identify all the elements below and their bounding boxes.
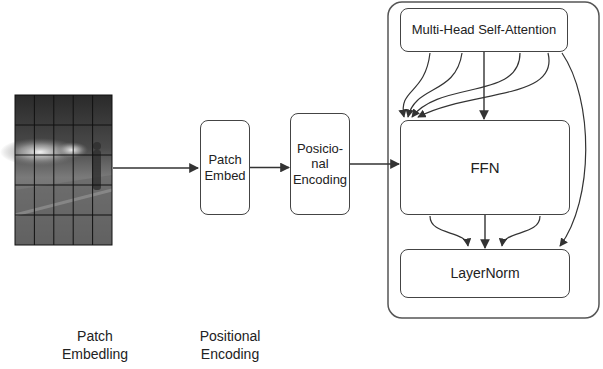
norm-box: LayerNorm <box>400 249 570 298</box>
flow-arrow <box>250 167 289 168</box>
ffn-box: FFN <box>400 120 570 215</box>
flow-arrow <box>350 163 399 164</box>
caption-label: Patch Embedling <box>50 328 140 363</box>
box-text: LayerNorm <box>450 265 519 282</box>
process-box: Posicio- nal Encoding <box>290 113 350 215</box>
box-text: FFN <box>470 159 499 177</box>
input-arrow <box>113 167 198 168</box>
box-text: Posicio- nal Encoding <box>293 141 347 188</box>
process-box: Patch Embed <box>200 120 250 215</box>
flow-arrow <box>483 52 484 119</box>
flow-arrow <box>484 215 485 248</box>
box-text: Patch Embed <box>204 152 245 183</box>
patch-image <box>0 95 112 245</box>
encoder-block <box>388 2 599 318</box>
box-text: Multi-Head Self-Attention <box>412 22 557 38</box>
caption-label: Positional Encoding <box>185 328 275 363</box>
attention-box: Multi-Head Self-Attention <box>400 8 568 52</box>
